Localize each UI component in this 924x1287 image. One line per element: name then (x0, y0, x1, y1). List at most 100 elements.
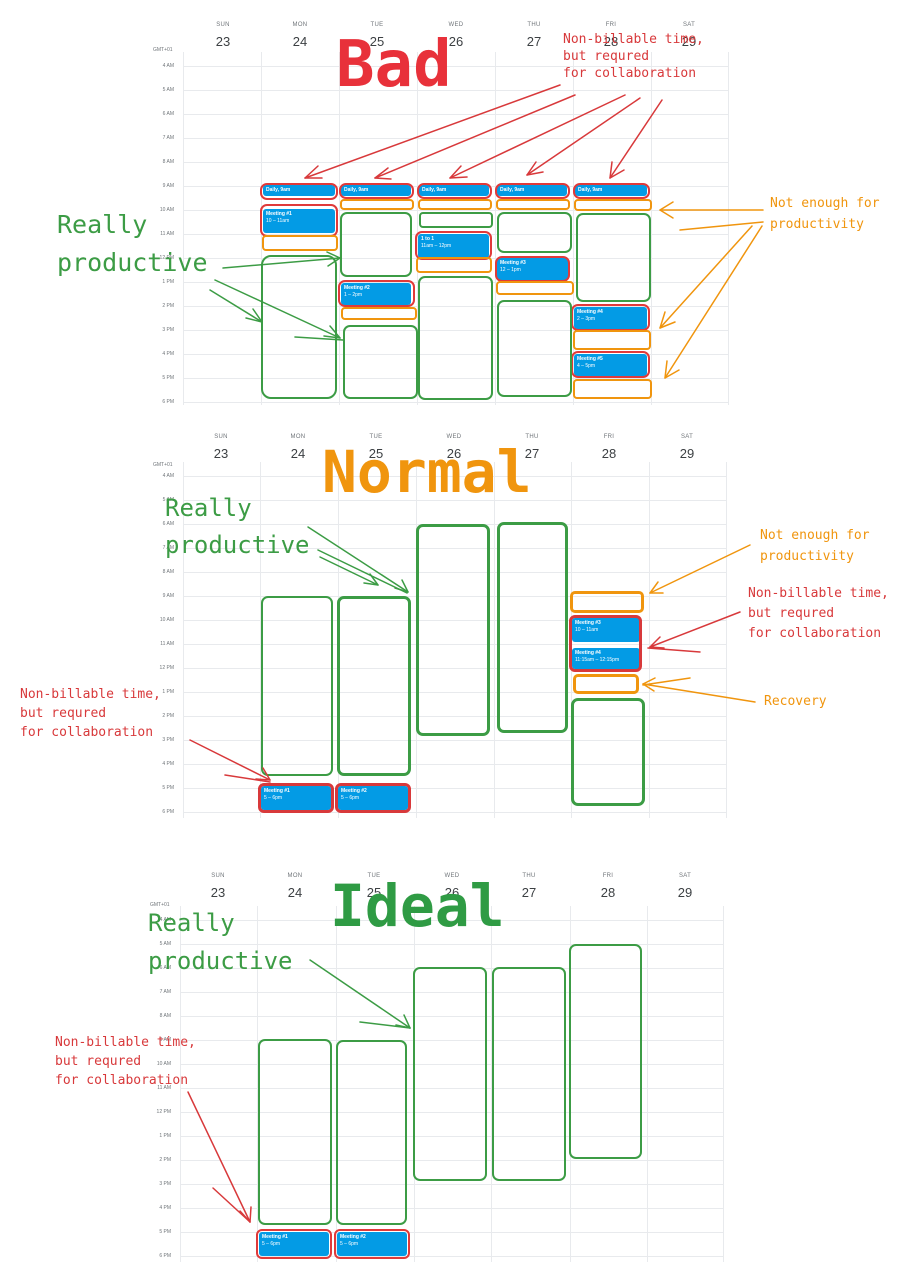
hour-label: 8 AM (159, 1013, 171, 1019)
hour-gridline (183, 620, 726, 621)
hour-gridline (180, 1040, 723, 1041)
productive-block (258, 1039, 332, 1225)
hour-gridline (183, 354, 728, 355)
recovery-block (573, 674, 639, 694)
note-not-enough: Not enough for productivity (760, 528, 870, 564)
heading-bad: Bad (336, 28, 452, 102)
note-not-enough: Not enough for productivity (770, 196, 880, 232)
hour-label: 5 AM (162, 87, 174, 93)
hour-gridline (180, 1136, 723, 1137)
hour-label: 9 AM (162, 593, 174, 599)
heading-ideal: Ideal (330, 872, 505, 940)
annotation-arrows (189, 526, 756, 783)
hour-label: 3 PM (162, 737, 174, 743)
hour-gridline (183, 668, 726, 669)
hour-label: 9 AM (159, 1037, 171, 1043)
productive-block (413, 967, 487, 1181)
day-gridline (260, 462, 261, 818)
event-daily-fri[interactable]: Daily, 9am (575, 185, 647, 196)
hour-gridline (183, 66, 728, 67)
hour-gridline (183, 596, 726, 597)
short-gap-block (573, 379, 652, 399)
hour-gridline (180, 1064, 723, 1065)
meeting-outline (569, 615, 642, 672)
hour-gridline (183, 812, 726, 813)
hour-label: 8 AM (162, 569, 174, 575)
day-gridline (257, 906, 258, 1262)
hour-label: 2 PM (162, 713, 174, 719)
hour-label: 7 AM (162, 545, 174, 551)
meeting-outline (334, 1229, 410, 1259)
day-gridline (180, 906, 181, 1262)
hour-label: 2 PM (159, 1157, 171, 1163)
day-gridline (339, 52, 340, 405)
event-daily-mon[interactable]: Daily, 9am (263, 185, 335, 196)
hour-gridline (183, 114, 728, 115)
event-daily-wed[interactable]: Daily, 9am (419, 185, 489, 196)
hour-gridline (183, 476, 726, 477)
hour-label: 12 PM (159, 665, 174, 671)
hour-label: 3 PM (159, 1181, 171, 1187)
hour-label: 10 AM (159, 207, 174, 213)
day-gridline (649, 462, 650, 818)
hour-gridline (183, 692, 726, 693)
hour-gridline (183, 740, 726, 741)
meeting-outline (339, 183, 414, 199)
timezone-label: GMT+01 (150, 902, 170, 908)
day-gridline (417, 52, 418, 405)
productive-block (569, 944, 642, 1159)
productive-block (261, 255, 337, 399)
productive-block (497, 300, 572, 397)
hour-label: 11 AM (160, 231, 174, 237)
productive-block (576, 213, 651, 302)
productive-block (261, 596, 333, 776)
event-daily-tue[interactable]: Daily, 9am (341, 185, 411, 196)
hour-gridline (183, 282, 728, 283)
hour-label: 5 PM (159, 1229, 171, 1235)
meeting-outline (571, 351, 650, 378)
hour-label: 7 AM (162, 135, 174, 141)
hour-label: 1 PM (162, 279, 174, 285)
hour-gridline (180, 1016, 723, 1017)
short-gap-block (340, 199, 414, 210)
short-gap-block (570, 591, 644, 613)
hour-gridline (180, 1256, 723, 1257)
event-daily-thu[interactable]: Daily, 9am (497, 185, 567, 196)
productive-block (418, 276, 493, 400)
hour-gridline (183, 572, 726, 573)
